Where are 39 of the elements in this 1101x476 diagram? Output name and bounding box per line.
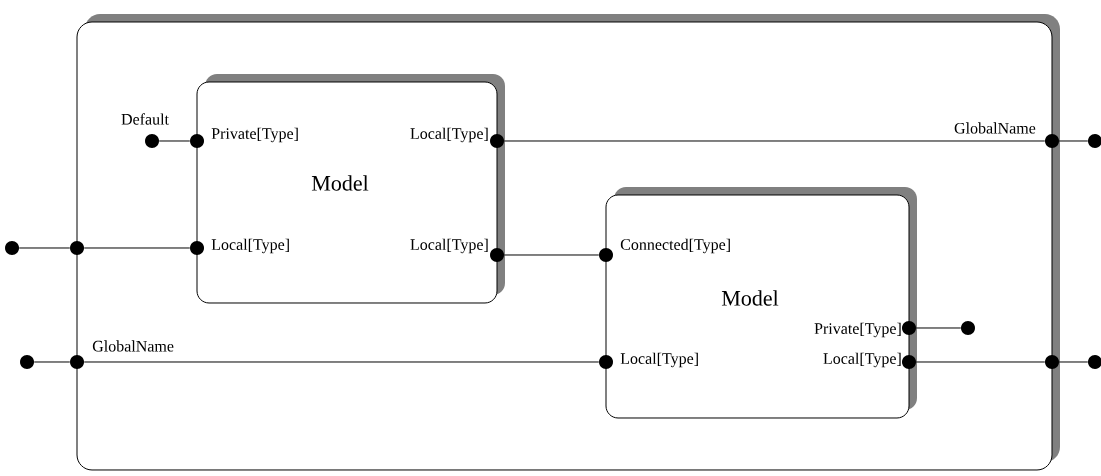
port-label: Local[Type] [620, 352, 698, 368]
connection-dot [70, 241, 84, 255]
connector-line [1058, 140, 1089, 142]
connector-line [158, 140, 191, 142]
connector-line [915, 361, 1046, 363]
port-label: Connected[Type] [620, 238, 730, 254]
signal-name: Default [121, 113, 169, 125]
model-title: Model [721, 290, 779, 306]
model-title: Model [311, 175, 369, 191]
connection-dot [490, 248, 504, 262]
connector-line [915, 327, 962, 329]
connection-dot [5, 241, 19, 255]
port-label: Private[Type] [211, 127, 298, 143]
connector-line [503, 140, 1046, 142]
connection-dot [20, 355, 34, 369]
connection-dot [961, 321, 975, 335]
connection-dot [902, 321, 916, 335]
connector-line [33, 361, 71, 363]
port-label: Local[Type] [410, 238, 488, 254]
connector-line [18, 247, 71, 249]
connection-dot [599, 355, 613, 369]
port-label: Local[Type] [823, 352, 901, 368]
model-box [605, 187, 917, 419]
connection-dot [1045, 355, 1059, 369]
connector-line [83, 361, 600, 363]
signal-name: GlobalName [954, 122, 1036, 134]
connector-line [83, 247, 191, 249]
connection-dot [902, 355, 916, 369]
connector-line [503, 254, 600, 256]
port-label: Private[Type] [814, 322, 901, 338]
connection-dot [490, 134, 504, 148]
port-label: Local[Type] [410, 127, 488, 143]
model-box [196, 74, 505, 304]
signal-name: GlobalName [92, 340, 174, 352]
connection-dot [190, 134, 204, 148]
port-label: Local[Type] [211, 238, 289, 254]
connector-line [1058, 361, 1089, 363]
connection-dot [190, 241, 204, 255]
connection-dot [599, 248, 613, 262]
